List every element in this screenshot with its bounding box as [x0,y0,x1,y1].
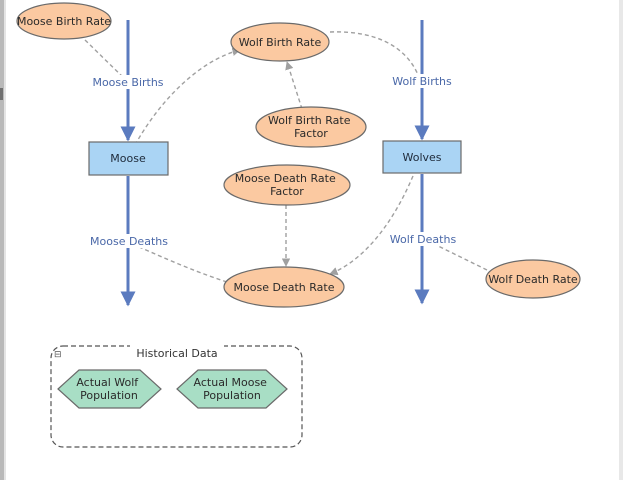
actual-moose-population-converter[interactable] [176,369,288,409]
moose-deaths-flow-label[interactable]: Moose Deaths [90,235,168,248]
wolf-birth-rate-variable[interactable] [230,22,330,62]
historical-data-title: Historical Data [136,347,217,360]
moose-stock-label: Moose [110,152,146,165]
wolf-births-flow-label[interactable]: Wolf Births [392,75,452,88]
actual-moose-population-line-2: Population [203,389,261,402]
moose-stock[interactable] [88,141,169,176]
moose-birth-rate-label: Moose Birth Rate [17,15,111,28]
wolf-birth-rate-factor-label: Wolf Birth Rate Factor [268,114,354,140]
moose-death-rate-label: Moose Death Rate [234,281,335,294]
wolves-stock-label: Wolves [402,151,441,164]
actual-wolf-population-converter[interactable] [57,369,162,409]
actual-wolf-population-line-1: Actual Wolf [76,376,139,389]
moose-death-rate-variable[interactable] [223,266,345,308]
link-wolf-birth-rate-factor-to-wolf-birth-rate[interactable] [285,61,303,110]
moose-birth-rate-variable[interactable] [16,2,112,40]
left-window-edge [0,0,4,480]
wolves-stock[interactable] [382,140,462,174]
wolf-birth-rate-label: Wolf Birth Rate [239,36,322,49]
right-window-edge [619,0,623,480]
wolf-death-rate-label: Wolf Death Rate [488,273,578,286]
wolf-deaths-flow-label[interactable]: Wolf Deaths [390,233,457,246]
moose-death-rate-factor-line-2: Factor [270,185,304,198]
actual-moose-population-line-1: Actual Moose [194,376,268,389]
link-moose-death-rate-to-moose-deaths[interactable] [129,242,228,283]
moose-death-rate-factor-label: Moose Death Rate Factor [235,172,339,198]
left-window-edge-inner [4,0,6,480]
actual-wolf-population-label: Actual Wolf Population [76,376,141,402]
moose-births-flow-label[interactable]: Moose Births [92,76,163,89]
actual-wolf-population-line-2: Population [80,389,138,402]
wolf-birth-rate-factor-line-2: Factor [294,127,328,140]
splitter-handle[interactable] [0,88,3,100]
wolf-birth-rate-factor-variable[interactable] [255,106,367,148]
wolf-death-rate-variable[interactable] [485,259,581,299]
link-moose-to-wolf-birth-rate[interactable] [134,47,241,146]
moose-death-rate-factor-line-1: Moose Death Rate [235,172,336,185]
actual-moose-population-label: Actual Moose Population [194,376,271,402]
link-wolf-death-rate-to-wolf-deaths[interactable] [429,241,488,271]
wolf-birth-rate-factor-line-1: Wolf Birth Rate [268,114,351,127]
moose-death-rate-factor-variable[interactable] [223,164,351,206]
link-wolf-birth-rate-to-wolf-births[interactable] [329,31,421,81]
link-wolves-to-moose-death-rate[interactable] [329,175,414,276]
collapse-group-icon[interactable]: ⊟ [54,350,62,360]
